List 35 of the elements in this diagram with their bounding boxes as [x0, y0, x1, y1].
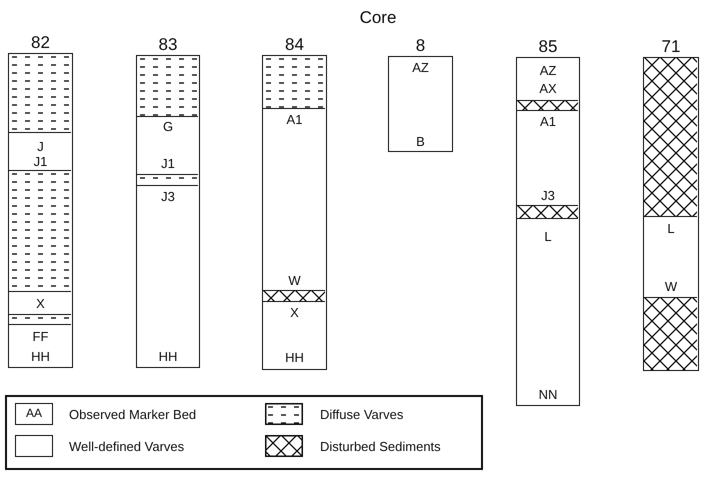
marker-bed-label: AA [24, 406, 43, 420]
core-number: 85 [538, 38, 558, 56]
marker-bed-label: HH [284, 350, 305, 364]
marker-bed-label: W [287, 274, 302, 288]
marker-bed-label: L [543, 230, 553, 244]
marker-bed-label: W [664, 280, 678, 294]
core-number: 8 [414, 37, 426, 55]
marker-bed-label: G [162, 120, 174, 134]
marker-bed-label: A1 [539, 114, 557, 128]
marker-bed-label: AZ [411, 60, 430, 74]
core-number: 71 [660, 38, 682, 56]
core-number: 82 [30, 34, 51, 52]
marker-bed-label: AX [538, 82, 558, 96]
marker-bed-label: FF [32, 330, 50, 344]
marker-bed-label: J3 [540, 188, 556, 202]
marker-bed-label: J [36, 140, 45, 154]
marker-bed-label: B [415, 134, 426, 148]
marker-bed-label: HH [30, 350, 51, 364]
marker-bed-label: A1 [286, 112, 304, 126]
legend-label: Disturbed Sediments [320, 439, 441, 454]
marker-bed-label: J3 [160, 190, 176, 204]
chart-title: Core [358, 8, 398, 28]
marker-bed-label: HH [158, 350, 178, 364]
marker-bed-label: J1 [32, 154, 48, 168]
core-number: 83 [158, 36, 178, 54]
core-number: 84 [284, 36, 305, 54]
marker-bed-label: X [289, 306, 300, 320]
legend-label: Well-defined Varves [69, 439, 184, 454]
legend-label: Observed Marker Bed [69, 407, 196, 422]
marker-bed-label: J1 [160, 156, 176, 170]
legend-label: Diffuse Varves [320, 407, 404, 422]
marker-bed-label: NN [538, 388, 558, 402]
marker-bed-label: L [666, 222, 676, 236]
marker-bed-label: AZ [538, 64, 558, 78]
marker-bed-label: X [35, 296, 46, 310]
